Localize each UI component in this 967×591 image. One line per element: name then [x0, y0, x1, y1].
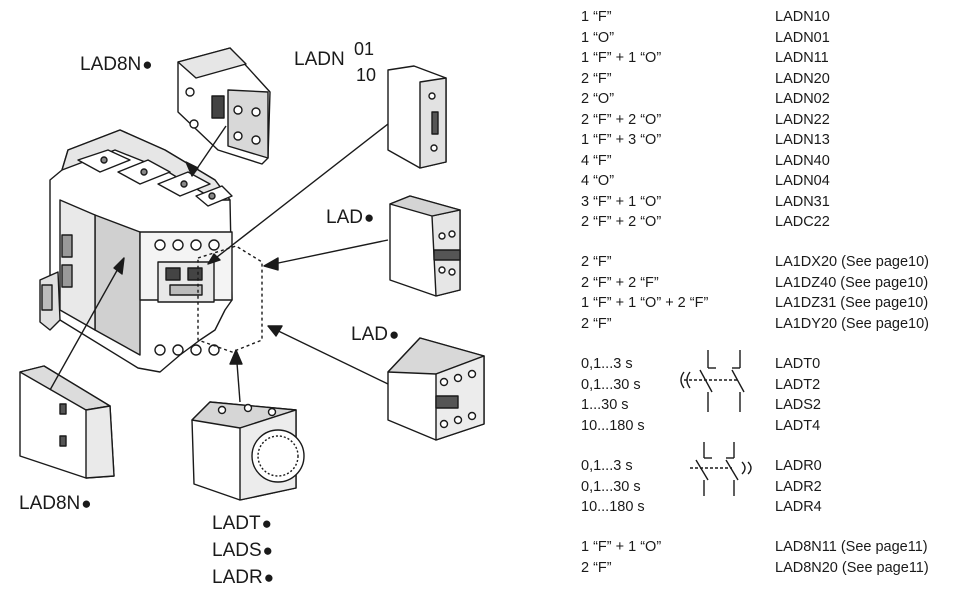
table-cell-contacts: 2 “F” + 2 “O” [581, 111, 662, 128]
table-cell-ref: LAD8N11 (See page11) [775, 539, 928, 555]
bullet-icon: ● [263, 568, 274, 587]
label-lad8n-bottom: LAD8N● [19, 494, 92, 513]
table-cell-ref: LADN13 [775, 132, 830, 148]
label-lad-upper-text: LAD [326, 207, 363, 228]
label-lads-text: LADS [212, 540, 262, 561]
table-cell-ref: LA1DY20 (See page10) [775, 315, 929, 332]
label-lad-lower: LAD● [351, 325, 399, 344]
table-cell-contacts: 1 “F” [581, 9, 612, 25]
label-ladn: LADN [294, 50, 345, 69]
table-cell-contacts: 1...30 s [581, 397, 629, 413]
label-ladr-text: LADR [212, 567, 263, 588]
table-cell-ref: LADN22 [775, 111, 830, 128]
table-cell-contacts: 2 “F” + 2 “F” [581, 274, 659, 291]
bullet-icon: ● [142, 55, 153, 74]
label-lad8n-top: LAD8N● [80, 55, 153, 74]
table-cell-contacts: 1 “F” + 1 “O” [581, 50, 662, 66]
assembly-arrows [49, 123, 389, 403]
off-delay-contact-symbol-icon [690, 442, 752, 496]
table-cell-contacts: 1 “F” + 3 “O” [581, 132, 662, 148]
contactor-assembly-diagram [19, 47, 485, 501]
table-cell-contacts: 10...180 s [581, 499, 645, 515]
table-cell-ref: LADN01 [775, 29, 830, 46]
table-cell-ref: LADN02 [775, 91, 830, 107]
table-cell-contacts: 0,1...3 s [581, 356, 633, 372]
table-cell-ref: LADR4 [775, 499, 822, 515]
bullet-icon: ● [388, 325, 400, 344]
lad-module-upper [389, 195, 461, 297]
lad-module-lower [387, 337, 485, 441]
label-ladn-text: LADN [294, 49, 345, 70]
table-cell-ref: LADN31 [775, 193, 830, 210]
table-cell-ref: LA1DZ40 (See page10) [775, 274, 929, 291]
label-ladt: LADT● [212, 514, 272, 533]
label-lad-upper: LAD● [326, 208, 374, 227]
table-cell-ref: LADR2 [775, 478, 822, 495]
label-ladr: LADR● [212, 568, 274, 587]
table-cell-contacts: 3 “F” + 1 “O” [581, 193, 662, 210]
table-cell-contacts: 2 “F” + 2 “O” [581, 214, 662, 230]
lad8n-bottom-module [19, 365, 115, 479]
contactor-body [39, 129, 263, 373]
table-cell-ref: LADS2 [775, 397, 821, 413]
table-cell-ref: LADN10 [775, 9, 830, 25]
table-cell-ref: LADT0 [775, 356, 821, 372]
table-cell-contacts: 2 “O” [581, 91, 615, 107]
table-cell-ref: LA1DX20 (See page10) [775, 254, 929, 270]
table-cell-ref: LADN40 [775, 152, 830, 169]
timer-contact-symbol-icon [680, 350, 745, 412]
bullet-icon: ● [262, 541, 273, 560]
table-cell-ref: LADT2 [775, 376, 821, 393]
label-lad8n-bottom-text: LAD8N [19, 493, 81, 514]
label-ladt-text: LADT [212, 513, 261, 534]
table-cell-contacts: 10...180 s [581, 417, 645, 434]
bullet-icon: ● [363, 208, 375, 227]
bullet-icon: ● [261, 514, 272, 533]
label-lads: LADS● [212, 541, 273, 560]
table-cell-contacts: 2 “F” [581, 315, 612, 332]
label-ladn-sub: 10 [356, 65, 377, 85]
table-cell-contacts: 2 “F” [581, 559, 612, 576]
table-cell-ref: LAD8N20 (See page11) [775, 559, 929, 576]
label-ladn-sup: 01 [354, 39, 375, 59]
table-cell-ref: LADN04 [775, 173, 830, 189]
label-lad-lower-text: LAD [351, 324, 388, 345]
table-cell-ref: LADT4 [775, 417, 821, 434]
table-cell-contacts: 0,1...3 s [581, 458, 633, 474]
timer-module [191, 401, 305, 501]
table-cell-contacts: 1 “F” + 1 “O” + 2 “F” [581, 295, 709, 311]
table-cell-ref: LADC22 [775, 214, 830, 230]
table-cell-contacts: 0,1...30 s [581, 478, 641, 495]
table-cell-contacts: 2 “F” [581, 254, 612, 270]
table-cell-ref: LADN20 [775, 70, 830, 87]
table-cell-contacts: 0,1...30 s [581, 376, 641, 393]
table-cell-contacts: 1 “O” [581, 29, 615, 46]
table-cell-contacts: 4 “F” [581, 152, 612, 169]
table-cell-ref: LA1DZ31 (See page10) [775, 295, 929, 311]
table-cell-ref: LADN11 [775, 50, 829, 66]
lad8n-top-module [177, 47, 271, 165]
table-cell-contacts: 1 “F” + 1 “O” [581, 539, 662, 555]
ladn-module [387, 65, 447, 169]
table-cell-contacts: 4 “O” [581, 173, 615, 189]
label-lad8n-top-text: LAD8N [80, 54, 142, 75]
table-cell-ref: LADR0 [775, 458, 822, 474]
table-cell-contacts: 2 “F” [581, 70, 612, 87]
bullet-icon: ● [81, 494, 92, 513]
